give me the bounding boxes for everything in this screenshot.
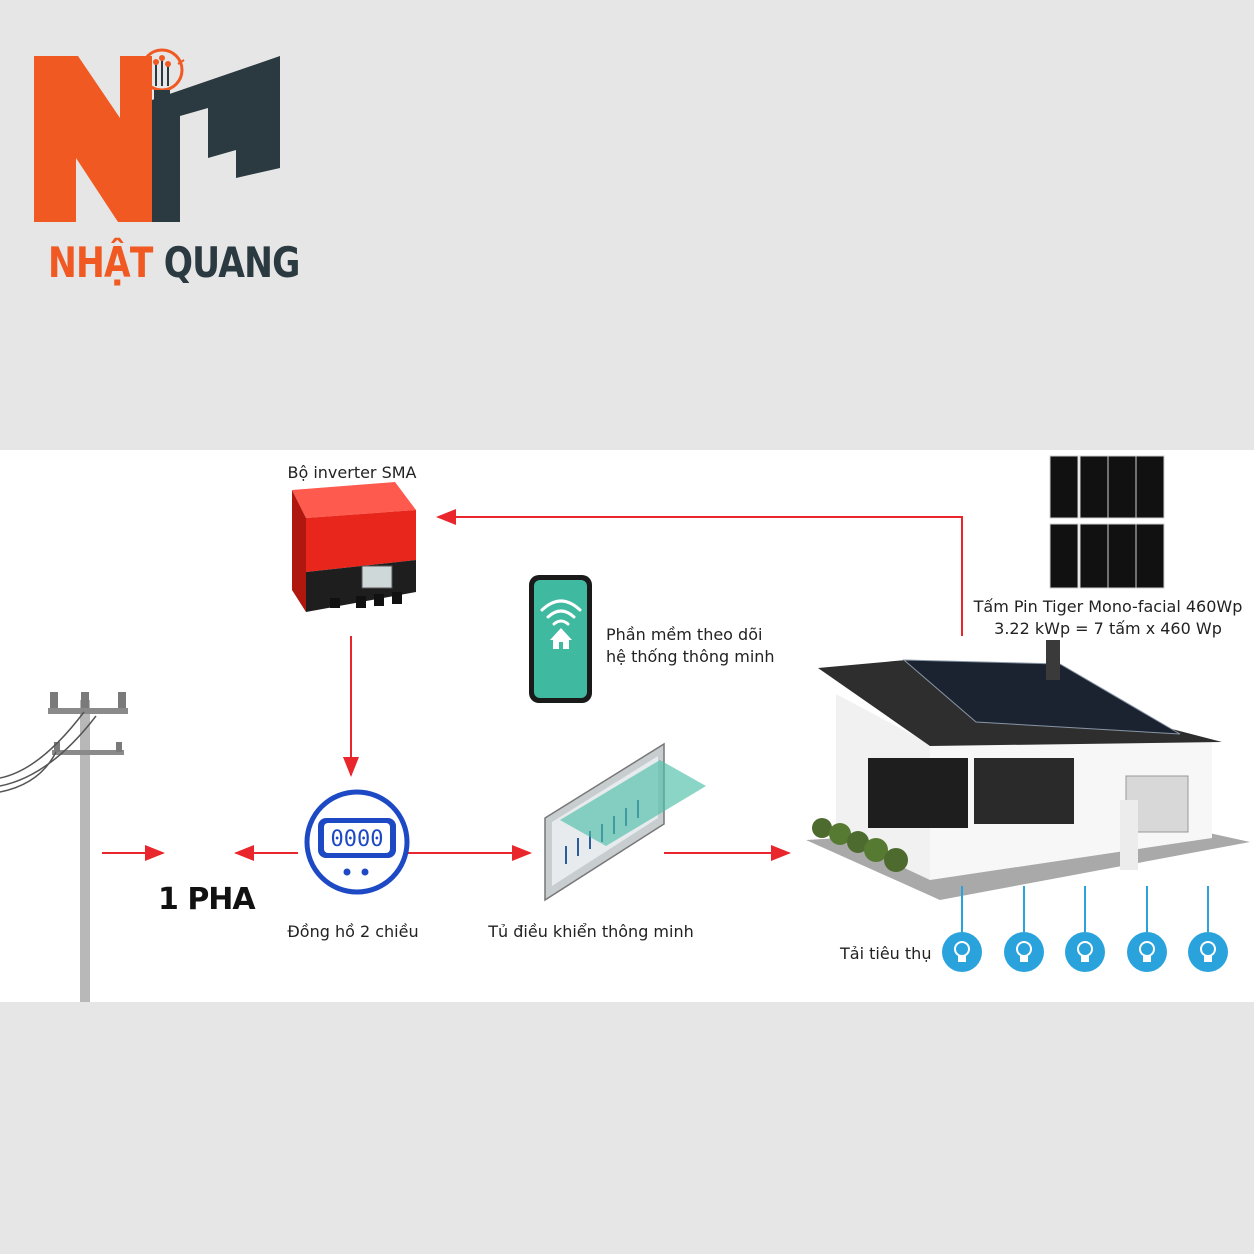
logo-letter-l xyxy=(152,56,280,222)
meter-label: Đồng hồ 2 chiều xyxy=(287,922,419,941)
control-cabinet xyxy=(544,742,706,902)
two-way-meter xyxy=(304,789,410,895)
brand-logo-mark xyxy=(34,48,280,222)
smart-home-wifi-icon xyxy=(540,599,582,626)
smartphone-app xyxy=(529,575,592,703)
bulb-icon xyxy=(942,932,982,972)
bulb-icon xyxy=(1065,932,1105,972)
house-with-solar-roof xyxy=(806,640,1250,900)
bulb-icon xyxy=(1188,932,1228,972)
brand-name-part2: QUANG xyxy=(163,238,301,287)
brand-name: NHẬT QUANG xyxy=(48,238,300,287)
app-label-line1: Phần mềm theo dõi xyxy=(606,625,763,644)
inverter-device xyxy=(292,482,416,612)
logo-letter-n xyxy=(34,56,152,222)
load-bulbs xyxy=(942,886,1228,972)
meter-display: 0000 xyxy=(331,827,384,852)
brand-name-part1: NHẬT xyxy=(48,238,153,287)
bulb-icon xyxy=(1004,932,1044,972)
arrow-panels-to-inverter xyxy=(436,509,963,636)
load-label: Tải tiêu thụ xyxy=(840,944,932,963)
panel-label-line2: 3.22 kWp = 7 tấm x 460 Wp xyxy=(994,619,1222,638)
cabinet-label: Tủ điều khiển thông minh xyxy=(488,922,694,941)
inverter-label: Bộ inverter SMA xyxy=(287,463,417,482)
utility-pole xyxy=(0,692,128,1002)
lightbulb-circuit-icon xyxy=(139,48,185,104)
bulb-icon xyxy=(1127,932,1167,972)
flow-arrows xyxy=(102,509,963,861)
panel-label-line1: Tấm Pin Tiger Mono-facial 460Wp xyxy=(973,597,1243,616)
phase-label: 1 PHA xyxy=(158,882,256,917)
solar-panel-array xyxy=(1049,455,1165,589)
app-label-line2: hệ thống thông minh xyxy=(606,647,775,666)
